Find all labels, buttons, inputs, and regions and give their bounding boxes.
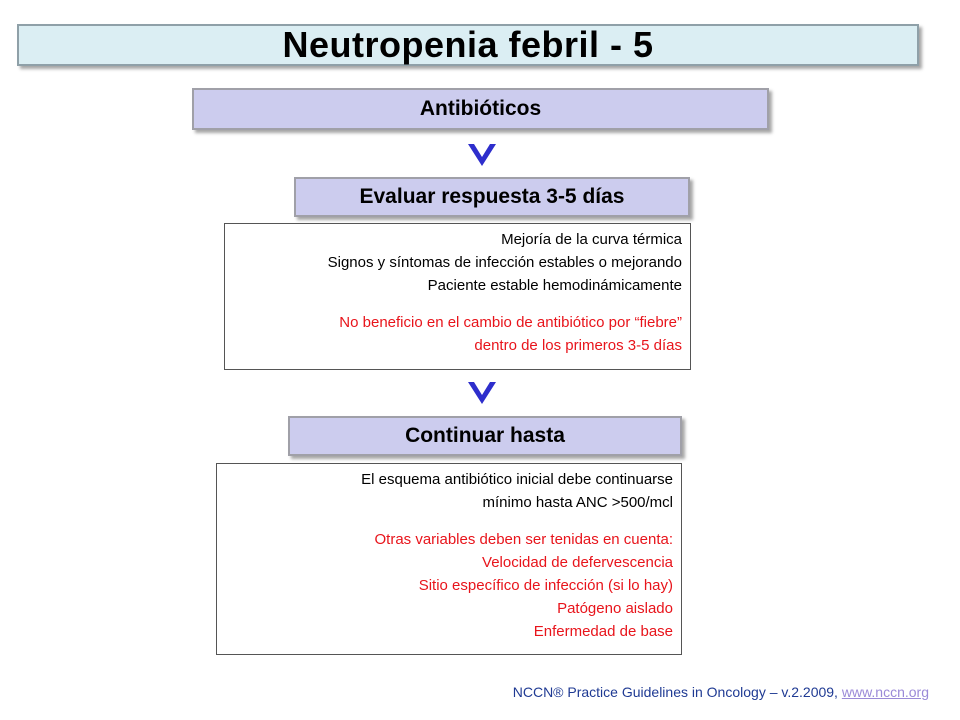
citation-text: NCCN® Practice Guidelines in Oncology – … xyxy=(512,684,842,700)
continuation-criteria-box: El esquema antibiótico inicial debe cont… xyxy=(216,463,682,655)
page-title: Neutropenia febril - 5 xyxy=(17,24,919,66)
variable-line: Sitio específico de infección (si lo hay… xyxy=(418,577,673,594)
footer-citation: NCCN® Practice Guidelines in Oncology – … xyxy=(513,684,929,700)
criteria-line: Paciente estable hemodinámicamente xyxy=(427,277,682,294)
nccn-link[interactable]: www.nccn.org xyxy=(841,684,929,700)
criteria-line: Mejoría de la curva térmica xyxy=(501,231,682,248)
step-antibioticos: Antibióticos xyxy=(192,88,769,130)
chevron-down-icon xyxy=(468,382,496,404)
step-evaluar-respuesta: Evaluar respuesta 3-5 días xyxy=(294,177,690,217)
step-continuar-hasta: Continuar hasta xyxy=(288,416,682,456)
variable-line: Velocidad de defervescencia xyxy=(482,554,673,571)
evaluation-criteria-box: Mejoría de la curva térmica Signos y sín… xyxy=(224,223,691,370)
criteria-line: Signos y síntomas de infección estables … xyxy=(327,254,682,271)
variable-line: Otras variables deben ser tenidas en cue… xyxy=(374,531,673,548)
warning-line: dentro de los primeros 3-5 días xyxy=(474,337,682,354)
variable-line: Enfermedad de base xyxy=(533,623,673,640)
warning-line: No beneficio en el cambio de antibiótico… xyxy=(339,314,682,331)
variable-line: Patógeno aislado xyxy=(557,600,673,617)
criteria-line: El esquema antibiótico inicial debe cont… xyxy=(361,471,673,488)
chevron-down-icon xyxy=(468,144,496,166)
criteria-line: mínimo hasta ANC >500/mcl xyxy=(482,494,674,511)
